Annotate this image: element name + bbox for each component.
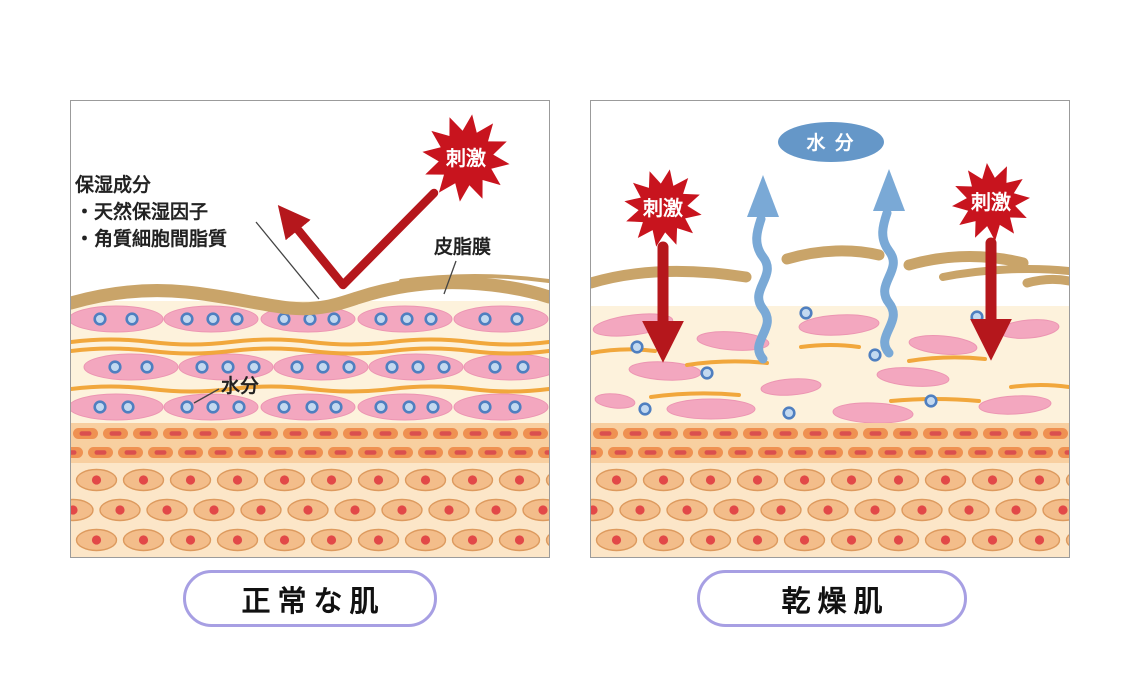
stimulus-left-label: 刺激 (643, 196, 683, 220)
moisture-label: 水分 (221, 375, 259, 397)
dry-skin-panel: 水 分 刺激 刺激 (590, 100, 1070, 558)
moisturizing-heading-label: 保湿成分 (74, 173, 151, 196)
basal-cell-band (71, 463, 549, 557)
moisturizing-leader-line (255, 221, 320, 300)
sebum-leader-line (443, 260, 457, 295)
basal-cell-band (591, 463, 1069, 557)
deflected-stimulus-arrow-icon (277, 188, 439, 290)
normal-skin-caption: 正常な肌 (183, 570, 437, 627)
stimulus-label: 刺激 (446, 146, 486, 170)
sebum-annotation: 皮脂膜 (434, 235, 491, 295)
normal-skin-caption-label: 正常な肌 (241, 585, 386, 618)
water-escape-badge: 水 分 (778, 122, 884, 162)
moisture-leader-line (193, 388, 220, 404)
evaporation-arrow-icon (873, 169, 905, 358)
stimulus-right-label: 刺激 (971, 190, 1011, 214)
dry-skin-caption: 乾燥肌 (697, 570, 967, 627)
granular-cell-band (71, 423, 549, 463)
granular-cell-band (591, 423, 1069, 463)
moisture-annotation: 水分 (193, 375, 259, 404)
dry-skin-caption-label: 乾燥肌 (781, 585, 890, 618)
normal-skin-panel: 保湿成分 ・天然保湿因子 ・角質細胞間脂質 皮脂膜 水分 刺激 (70, 100, 550, 558)
water-label: 水 分 (806, 132, 855, 154)
sebum-label: 皮脂膜 (434, 235, 491, 258)
moisturizing-annotation: 保湿成分 ・天然保湿因子 ・角質細胞間脂質 (74, 173, 320, 300)
scattered-corneum-cells (592, 313, 1060, 424)
evaporation-arrow-icon (747, 175, 779, 364)
water-oval (778, 122, 884, 162)
nmf-label: ・天然保湿因子 (75, 200, 208, 223)
lipid-layer-lines (71, 337, 549, 394)
sebum-film-surface (71, 274, 549, 316)
lipids-label: ・角質細胞間脂質 (75, 227, 227, 250)
